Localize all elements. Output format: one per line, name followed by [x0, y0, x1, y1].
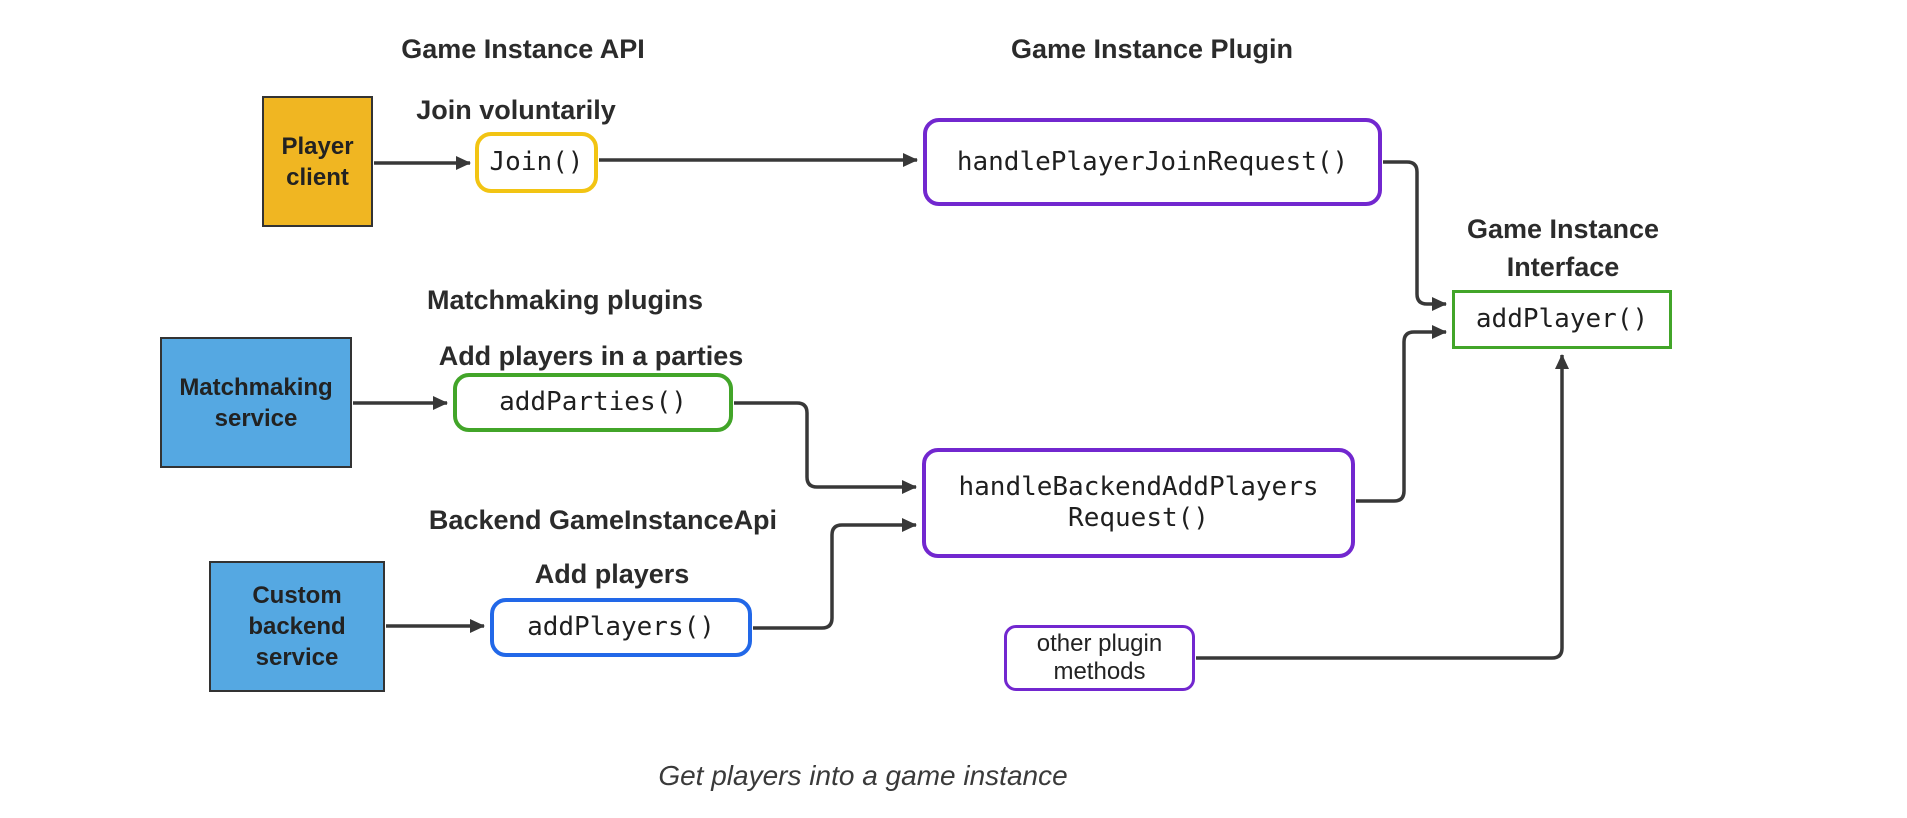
- node-other-plugin-methods: other plugin methods: [1004, 625, 1195, 691]
- heading-matchmaking-plugins: Matchmaking plugins: [426, 285, 704, 315]
- diagram-caption: Get players into a game instance: [658, 760, 1068, 791]
- node-add-parties: addParties(): [453, 373, 733, 432]
- heading-backend-gameinstanceapi: Backend GameInstanceApi: [428, 505, 778, 535]
- edge-other-methods-to-add-player: [1196, 354, 1569, 660]
- edge-add-parties-to-handle-backend: [734, 401, 917, 494]
- node-join: Join(): [475, 132, 598, 193]
- heading-game-instance-interface: Game Instance Interface: [1467, 210, 1659, 286]
- node-label-line: backend: [248, 613, 346, 640]
- node-add-players: addPlayers(): [490, 598, 752, 657]
- heading-line: Interface: [1506, 252, 1620, 282]
- node-add-player: addPlayer(): [1452, 290, 1672, 349]
- heading-join-voluntarily: Join voluntarily: [416, 95, 616, 125]
- node-label: addPlayer(): [1475, 304, 1649, 334]
- node-label-line: client: [286, 163, 349, 191]
- node-label-line: service: [255, 644, 339, 671]
- node-label: Join(): [489, 147, 584, 177]
- node-label-line: service: [214, 404, 298, 432]
- node-label: handlePlayerJoinRequest(): [956, 146, 1349, 177]
- node-matchmaking-service: Matchmaking service: [160, 337, 352, 468]
- node-label-line: Request(): [1068, 503, 1209, 533]
- node-handle-backend-add-players-request: handleBackendAddPlayers Request(): [922, 448, 1355, 558]
- node-handle-player-join-request: handlePlayerJoinRequest(): [923, 118, 1382, 206]
- heading-game-instance-api: Game Instance API: [401, 34, 645, 64]
- node-label: other plugin methods: [1036, 630, 1163, 685]
- node-label: addPlayers(): [527, 612, 715, 642]
- edge-handle-backend-to-add-player: [1356, 325, 1447, 503]
- node-label-line: Matchmaking: [179, 373, 333, 401]
- heading-add-players: Add players: [534, 559, 690, 589]
- heading-game-instance-plugin: Game Instance Plugin: [1010, 34, 1294, 64]
- node-label: addParties(): [499, 387, 687, 417]
- heading-line: Game Instance: [1466, 214, 1660, 244]
- node-custom-backend-service: Custom backend service: [209, 561, 385, 692]
- node-label-line: Custom: [252, 582, 342, 609]
- heading-add-players-in-parties: Add players in a parties: [438, 341, 744, 371]
- node-player-client: Player client: [262, 96, 373, 227]
- node-label-line: Player: [281, 132, 354, 160]
- edge-handle-player-join-to-add-player: [1383, 160, 1447, 311]
- edge-add-players-to-handle-backend: [753, 518, 917, 630]
- node-label-line: handleBackendAddPlayers: [958, 472, 1319, 502]
